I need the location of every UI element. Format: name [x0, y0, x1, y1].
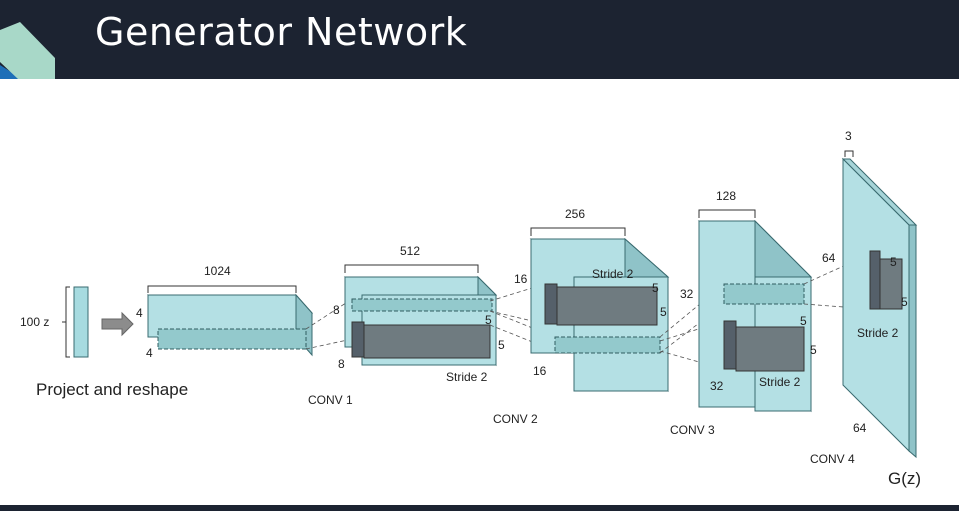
conv4-kernel-a: 5: [890, 255, 897, 269]
conv3-block: 128 32 32 5 5 Stride 2 CONV 3: [670, 189, 817, 437]
connection-lines-project-conv1: [305, 298, 353, 350]
connection-lines-conv3-conv4: [803, 253, 871, 310]
conv4-width: 64: [853, 421, 867, 435]
page-title: Generator Network: [95, 10, 468, 54]
conv2-width: 16: [533, 364, 547, 378]
conv4-name: CONV 4: [810, 452, 855, 466]
conv4-stride: Stride 2: [857, 326, 899, 340]
project-depth: 1024: [204, 264, 231, 278]
conv2-name: CONV 2: [493, 412, 538, 426]
conv1-block: 512 8 8 5 5 Stride 2 CONV 1: [308, 244, 505, 407]
project-width: 4: [146, 346, 153, 360]
conv1-kernel-a: 5: [485, 313, 492, 327]
project-height: 4: [136, 306, 143, 320]
conv1-height: 8: [333, 303, 340, 317]
conv3-height: 32: [680, 287, 694, 301]
output-label: G(z): [888, 469, 921, 488]
arrow-right-icon: [101, 311, 134, 337]
conv3-kernel-a: 5: [800, 314, 807, 328]
conv4-block: 3 64 64 5 5 Stride 2 CONV 4: [810, 129, 918, 466]
conv2-block: 256 16 16 5 5 Stride 2 CONV 2: [493, 207, 670, 426]
conv1-name: CONV 1: [308, 393, 353, 407]
conv3-width: 32: [710, 379, 724, 393]
conv3-name: CONV 3: [670, 423, 715, 437]
conv2-depth: 256: [565, 207, 585, 221]
input-vector: 100 z Project and reshape: [20, 286, 188, 399]
conv4-depth: 3: [845, 129, 852, 143]
conv2-height: 16: [514, 272, 528, 286]
conv4-kernel-b: 5: [901, 295, 908, 309]
generator-diagram: .face { fill:#b4e0e4; stroke:#3a6b70; st…: [20, 129, 921, 488]
conv3-depth: 128: [716, 189, 736, 203]
slide-footer-bar: [0, 505, 959, 511]
conv1-depth: 512: [400, 244, 420, 258]
conv1-stride: Stride 2: [446, 370, 488, 384]
input-caption: Project and reshape: [36, 380, 188, 399]
conv1-width: 8: [338, 357, 345, 371]
conv2-kernel-b: 5: [660, 305, 667, 319]
input-label: 100 z: [20, 315, 49, 329]
corner-logo: [0, 22, 55, 79]
project-block: 1024 4 4: [136, 264, 314, 360]
slide-header: Generator Network: [0, 0, 959, 79]
conv2-kernel-a: 5: [652, 281, 659, 295]
conv4-height: 64: [822, 251, 836, 265]
conv3-stride: Stride 2: [759, 375, 801, 389]
conv3-kernel-b: 5: [810, 343, 817, 357]
conv2-stride: Stride 2: [592, 267, 634, 281]
conv1-kernel-b: 5: [498, 338, 505, 352]
